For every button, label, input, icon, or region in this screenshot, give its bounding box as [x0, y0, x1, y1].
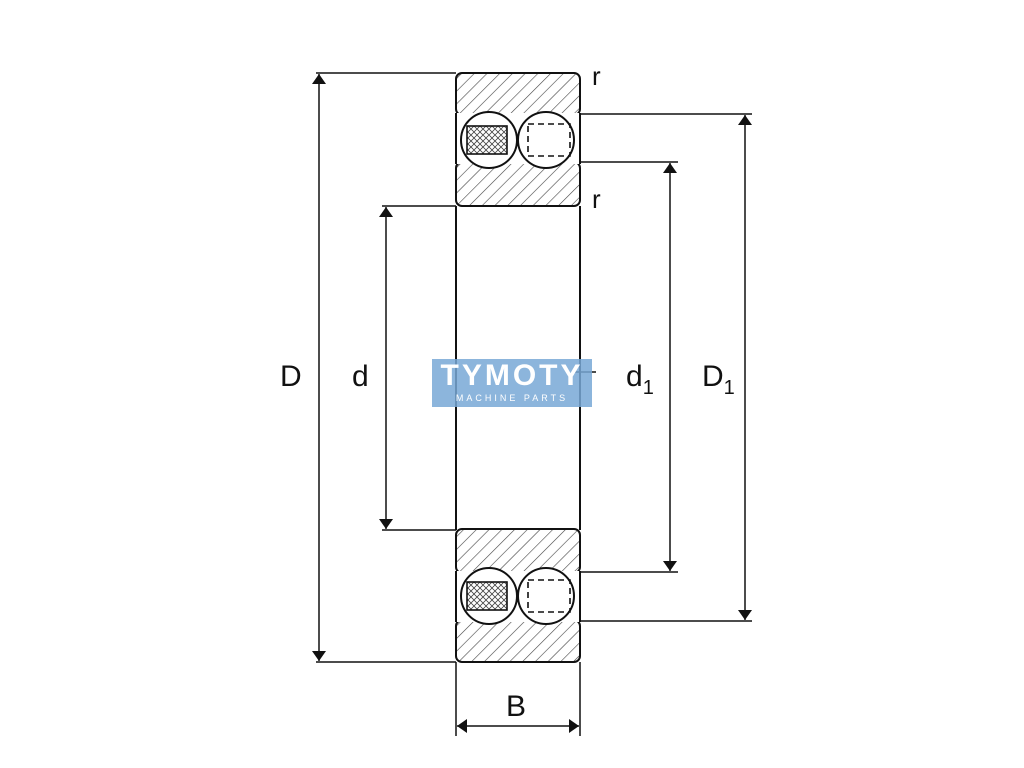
bottom-section [455, 528, 581, 663]
label-B: B [506, 690, 526, 723]
top-cage-left [466, 125, 508, 155]
bottom-cage-left [466, 581, 508, 611]
watermark-logo: TYMOTY MACHINE PARTS [432, 359, 592, 407]
extension-lines [316, 72, 752, 736]
label-d: d [352, 360, 369, 393]
bottom-outer-ring [455, 619, 581, 663]
top-ball-right [517, 111, 575, 169]
bottom-cage-right [527, 579, 571, 613]
watermark-brand: TYMOTY [440, 359, 584, 392]
label-r-mid: r [592, 184, 601, 214]
label-r-top: r [592, 61, 601, 91]
bottom-ball-right [517, 567, 575, 625]
bottom-inner-ring [455, 528, 581, 574]
top-inner-ring [455, 161, 581, 207]
label-d1: d1 [626, 360, 654, 399]
top-section [455, 72, 581, 207]
label-D: D [280, 360, 302, 393]
top-cage-right [527, 123, 571, 157]
label-D1: D1 [702, 360, 735, 399]
watermark-tagline: MACHINE PARTS [455, 393, 569, 403]
dimension-lines [312, 74, 752, 733]
top-outer-ring [455, 72, 581, 116]
